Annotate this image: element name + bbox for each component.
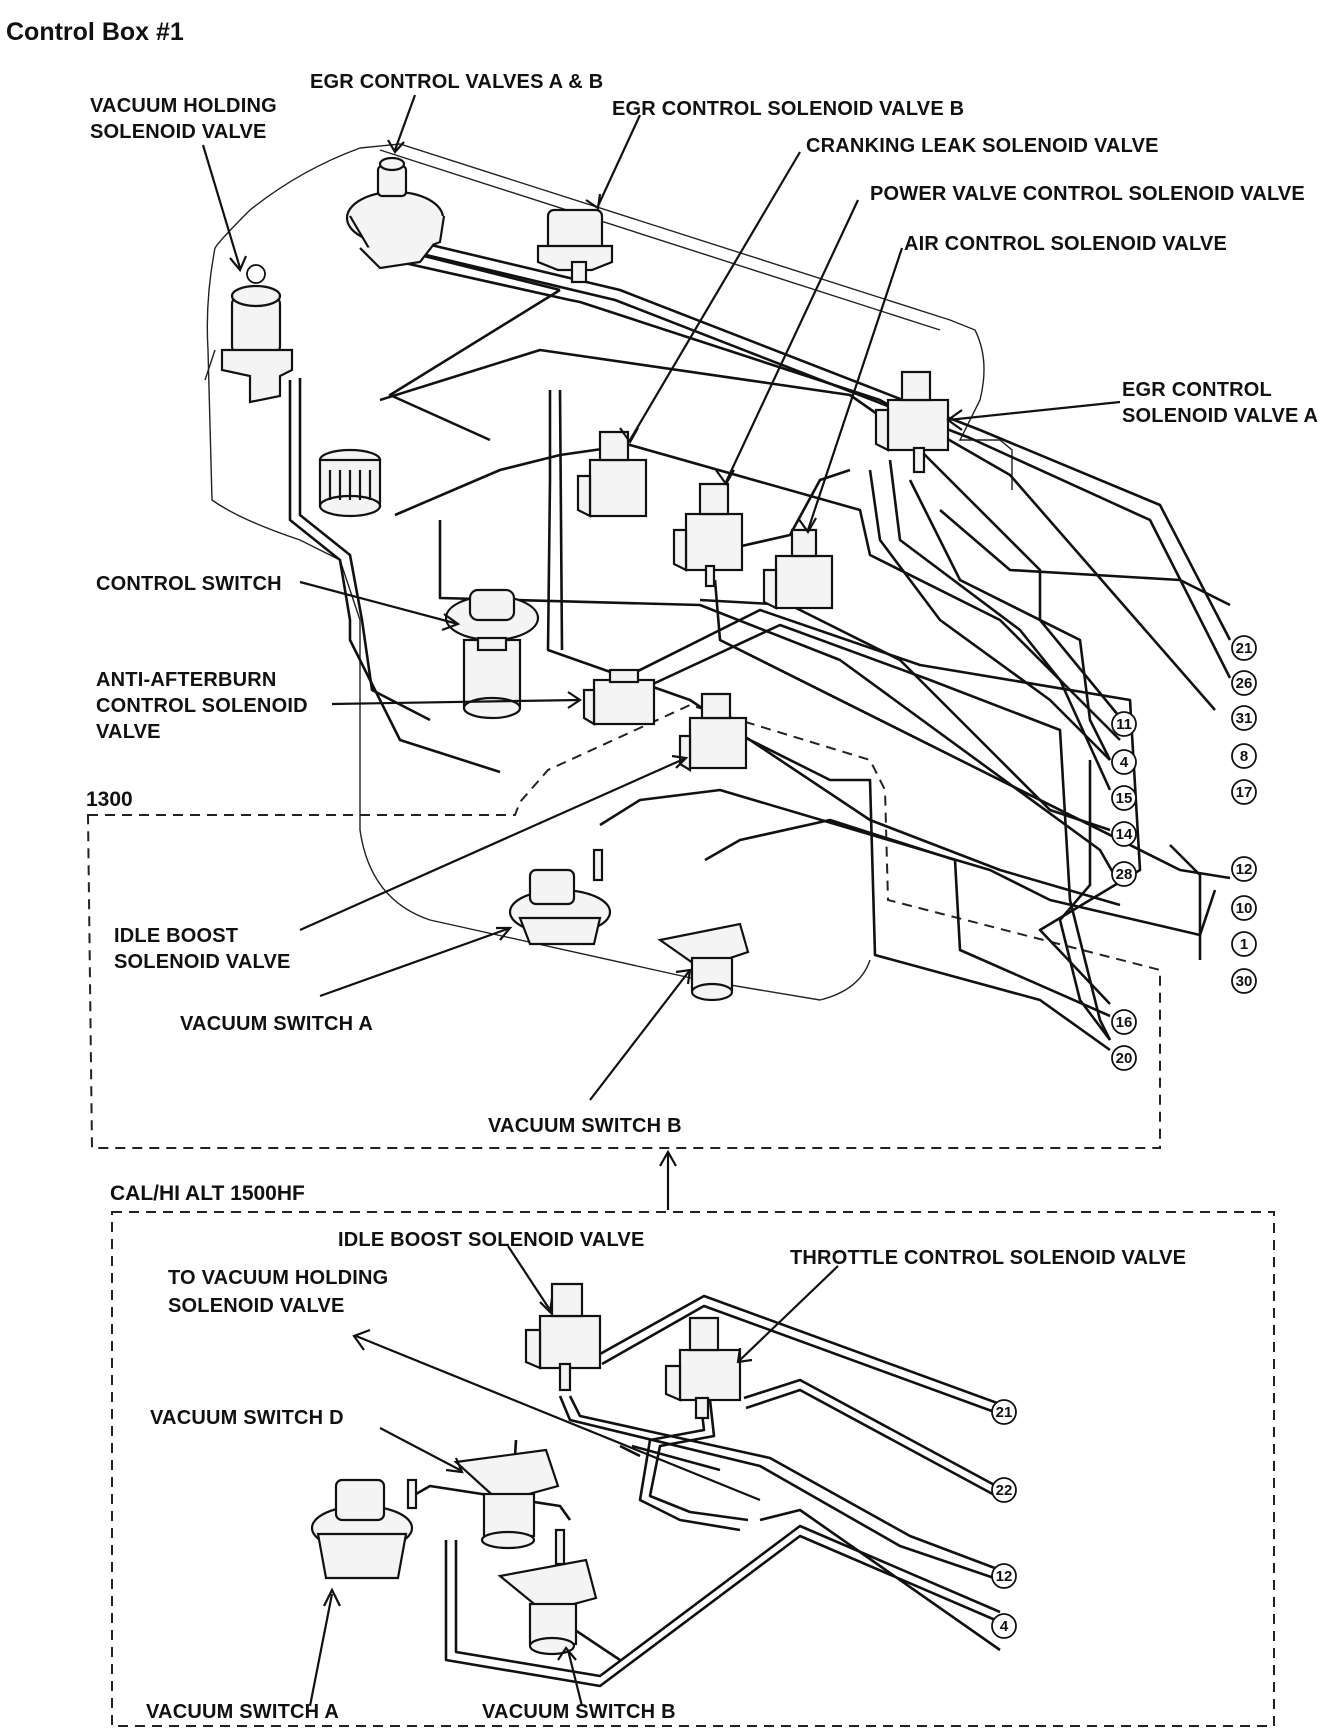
idle-boost-solenoid-valve — [678, 692, 748, 772]
egr-control-solenoid-valve-a — [874, 370, 950, 474]
upper-hose-badge-number: 30 — [1236, 973, 1253, 990]
section-cal-label: CAL/HI ALT 1500HF — [110, 1182, 305, 1205]
upper-hose-badge-circle — [1231, 743, 1257, 769]
cal-vacuum-switch-b — [497, 1528, 598, 1656]
upper-hose-badge-number: 28 — [1116, 866, 1133, 883]
lower-hose-badge-number: 12 — [996, 1568, 1013, 1585]
control-box-outline — [204, 143, 1013, 1001]
upper-hose-badge-circle — [1231, 856, 1257, 882]
label-vacuum-holding-1: VACUUM HOLDING — [90, 95, 277, 117]
lower-hose-badge-number: 21 — [996, 1404, 1013, 1421]
lower-hose-badge-circle — [991, 1399, 1017, 1425]
label-idle-boost-2: SOLENOID VALVE — [114, 951, 291, 973]
cranking-leak-solenoid-valve — [576, 430, 648, 518]
upper-labels: VACUUM HOLDING SOLENOID VALVE EGR CONTRO… — [90, 71, 1318, 1137]
vacuum-switch-b-upper — [657, 922, 750, 1002]
upper-hose-badge-circle — [1111, 1045, 1137, 1071]
label-vacuum-switch-a: VACUUM SWITCH A — [180, 1013, 373, 1035]
fuel-filter — [318, 448, 382, 518]
label-egr-solenoid-b: EGR CONTROL SOLENOID VALVE B — [612, 98, 964, 120]
label-air-control: AIR CONTROL SOLENOID VALVE — [904, 233, 1227, 255]
upper-hose-badge-circle — [1231, 705, 1257, 731]
upper-hose-badge-circle — [1111, 749, 1137, 775]
cal-throttle-control-solenoid-valve — [664, 1316, 742, 1420]
upper-hose-badge-number: 14 — [1116, 826, 1133, 843]
label-anti-afterburn-1: ANTI-AFTERBURN — [96, 669, 277, 691]
upper-hose-badge-circle — [1231, 670, 1257, 696]
upper-hose-badge-number: 10 — [1236, 900, 1253, 917]
label-cal-vacuum-switch-d: VACUUM SWITCH D — [150, 1407, 344, 1429]
lower-leader-lines — [308, 1245, 839, 1707]
upper-hose-badge-number: 21 — [1236, 640, 1253, 657]
upper-hose-numbers: 21 26 31 11 8 4 17 15 14 12 28 10 1 30 16 20 — [1111, 635, 1257, 1071]
section-1300-label: 1300 — [86, 788, 133, 811]
region-1300: 1300 — [86, 703, 1161, 1149]
upper-hose-badge-number: 4 — [1120, 754, 1129, 771]
upper-hose-badge-number: 11 — [1116, 716, 1132, 733]
upper-hose-badge-circle — [1111, 861, 1137, 887]
label-idle-boost-1: IDLE BOOST — [114, 925, 238, 947]
lower-hose-numbers: 21 22 12 4 — [991, 1399, 1017, 1639]
upper-hose-badge-number: 26 — [1236, 675, 1253, 692]
upper-hose-badge-circle — [1231, 779, 1257, 805]
power-valve-control-solenoid-valve — [672, 482, 744, 588]
label-cal-to-vacuum-2: SOLENOID VALVE — [168, 1295, 345, 1317]
upper-hose-badge-circle — [1231, 968, 1257, 994]
lower-hose-badge-circle — [991, 1477, 1017, 1503]
anti-afterburn-control-solenoid-valve — [582, 668, 656, 726]
upper-hose-badge-number: 8 — [1240, 748, 1248, 765]
upper-hose-badge-number: 16 — [1116, 1014, 1133, 1031]
lower-hose-badge-circle — [991, 1563, 1017, 1589]
cal-vacuum-switch-d — [453, 1448, 560, 1550]
upper-hose-badge-number: 15 — [1116, 790, 1133, 807]
label-cranking-leak: CRANKING LEAK SOLENOID VALVE — [806, 135, 1159, 157]
section-link-arrow — [659, 1149, 677, 1210]
region-cal-hi-alt: CAL/HI ALT 1500HF — [110, 1182, 1275, 1727]
cal-idle-boost-solenoid-valve — [524, 1282, 602, 1392]
diagram-title: Control Box #1 — [6, 18, 184, 46]
lower-hoses — [415, 1294, 1001, 1688]
upper-hose-badge-number: 20 — [1116, 1050, 1133, 1067]
upper-hose-badge-circle — [1111, 1009, 1137, 1035]
label-cal-to-vacuum-1: TO VACUUM HOLDING — [168, 1267, 388, 1289]
lower-labels: IDLE BOOST SOLENOID VALVE TO VACUUM HOLD… — [146, 1229, 1186, 1723]
upper-hose-badge-circle — [1111, 821, 1137, 847]
lower-hose-badge-number: 22 — [996, 1482, 1013, 1499]
label-cal-vacuum-switch-a: VACUUM SWITCH A — [146, 1701, 339, 1723]
upper-hoses — [288, 238, 1232, 1052]
cal-vacuum-switch-a — [310, 1478, 418, 1580]
vacuum-switch-a-upper — [508, 848, 612, 946]
lower-hose-badge-circle — [991, 1613, 1017, 1639]
upper-hose-badge-circle — [1111, 785, 1137, 811]
label-cal-throttle: THROTTLE CONTROL SOLENOID VALVE — [790, 1247, 1186, 1269]
label-egr-solenoid-a-2: SOLENOID VALVE A — [1122, 405, 1318, 427]
egr-control-solenoid-valve-b — [536, 208, 614, 284]
label-cal-idle-boost: IDLE BOOST SOLENOID VALVE — [338, 1229, 645, 1251]
upper-hose-badge-number: 17 — [1236, 784, 1253, 801]
egr-control-valves-ab — [345, 156, 446, 270]
upper-hose-badge-number: 1 — [1240, 936, 1248, 953]
upper-hose-badge-circle — [1111, 711, 1137, 737]
air-control-solenoid-valve — [762, 528, 834, 610]
upper-hose-badge-circle — [1231, 931, 1257, 957]
label-anti-afterburn-3: VALVE — [96, 721, 161, 743]
label-vacuum-switch-b: VACUUM SWITCH B — [488, 1115, 682, 1137]
upper-leader-lines — [201, 94, 1121, 1101]
vacuum-holding-solenoid-valve — [220, 264, 294, 404]
label-control-switch: CONTROL SWITCH — [96, 573, 282, 595]
control-switch — [444, 588, 540, 720]
lower-hose-badge-number: 4 — [1000, 1618, 1009, 1635]
upper-hose-badge-circle — [1231, 895, 1257, 921]
label-power-valve: POWER VALVE CONTROL SOLENOID VALVE — [870, 183, 1305, 205]
upper-hose-badge-number: 31 — [1236, 710, 1253, 727]
label-egr-solenoid-a-1: EGR CONTROL — [1122, 379, 1272, 401]
label-anti-afterburn-2: CONTROL SOLENOID — [96, 695, 308, 717]
upper-hose-badge-number: 12 — [1236, 861, 1253, 878]
label-egr-valves-ab: EGR CONTROL VALVES A & B — [310, 71, 603, 93]
label-cal-vacuum-switch-b: VACUUM SWITCH B — [482, 1701, 676, 1723]
label-vacuum-holding-2: SOLENOID VALVE — [90, 121, 267, 143]
upper-hose-badge-circle — [1231, 635, 1257, 661]
